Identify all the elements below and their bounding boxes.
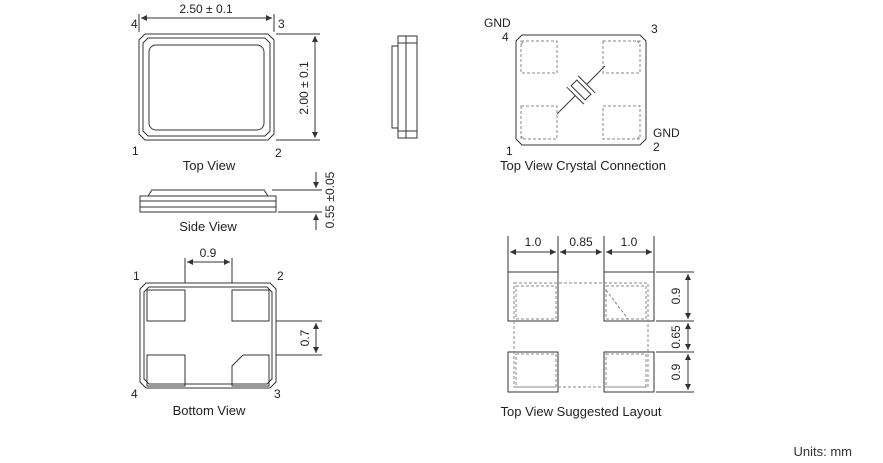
crystal-gnd-bottom: GND — [653, 126, 680, 140]
layout-dim-pad-w1: 1.0 — [525, 235, 542, 249]
top-width-dim: 2.50 ± 0.1 — [179, 2, 233, 16]
bottom-pin-3: 3 — [274, 387, 281, 401]
crystal-gnd-top: GND — [484, 16, 511, 30]
top-view-caption: Top View — [183, 158, 236, 173]
layout-dim-pad-h1: 0.9 — [669, 287, 683, 304]
side-thickness-dim: 0.55 ±0.05 — [323, 171, 337, 228]
layout-dim-pad-h2: 0.9 — [669, 363, 683, 380]
bottom-pin-4: 4 — [131, 387, 138, 401]
crystal-pin-1: 1 — [506, 144, 513, 158]
crystal-pin-2: 2 — [653, 140, 660, 154]
crystal-pin-3: 3 — [651, 22, 658, 36]
suggested-layout-view — [507, 236, 694, 393]
units-label: Units: mm — [794, 444, 853, 459]
top-view — [138, 14, 320, 141]
layout-dim-gap-x: 0.85 — [569, 235, 593, 249]
layout-dim-gap-y: 0.65 — [669, 325, 683, 349]
bottom-pin-2: 2 — [277, 269, 284, 283]
top-pin-3: 3 — [278, 17, 285, 31]
side-profile — [391, 35, 418, 139]
bottom-pad-gap-dim: 0.7 — [298, 329, 312, 346]
crystal-view-caption: Top View Crystal Connection — [500, 158, 666, 173]
layout-dim-pad-w2: 1.0 — [621, 235, 638, 249]
crystal-pin-4: 4 — [502, 30, 509, 44]
top-pin-1: 1 — [132, 144, 139, 158]
top-pin-4: 4 — [131, 17, 138, 31]
bottom-view — [139, 258, 322, 389]
layout-view-caption: Top View Suggested Layout — [501, 404, 662, 419]
top-pin-2: 2 — [275, 146, 282, 160]
top-height-dim: 2.00 ± 0.1 — [297, 61, 311, 115]
side-view-caption: Side View — [179, 219, 237, 234]
crystal-connection-view — [515, 34, 647, 146]
side-view — [139, 172, 322, 230]
bottom-pin-1: 1 — [133, 269, 140, 283]
bottom-pad-spacing-dim: 0.9 — [200, 246, 217, 260]
bottom-view-caption: Bottom View — [173, 403, 246, 418]
